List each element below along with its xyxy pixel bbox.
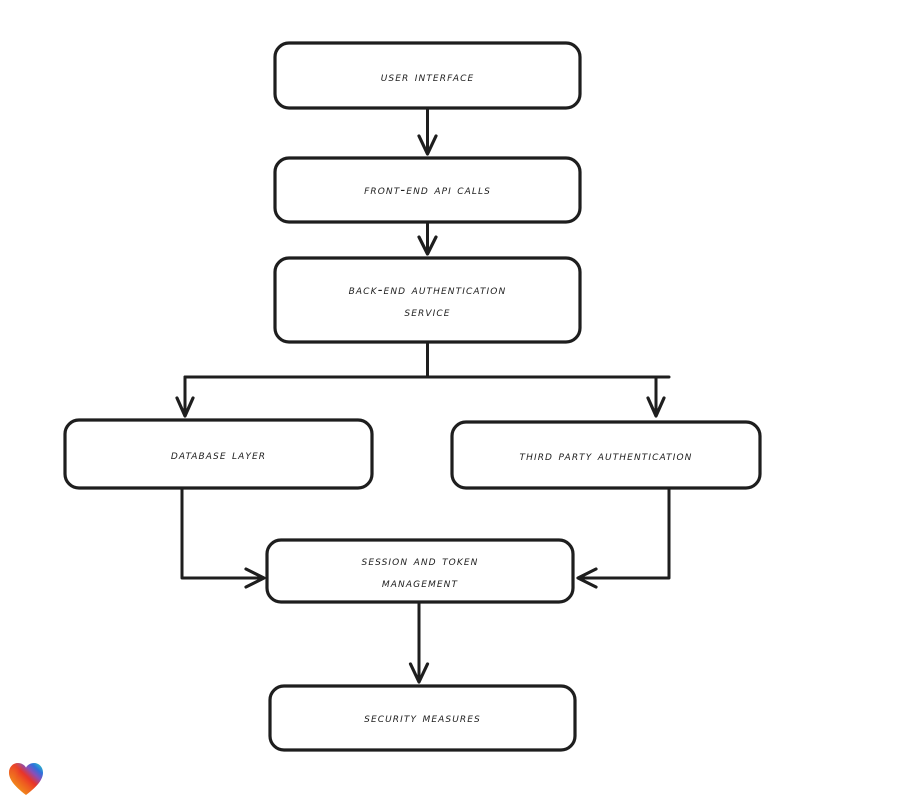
node-label-database-layer: Database Layer bbox=[171, 447, 266, 463]
node-box-database-layer[interactable] bbox=[63, 418, 374, 490]
node-session-and-token-management[interactable]: Session and Token Management bbox=[265, 538, 575, 604]
edge-ui-to-api bbox=[417, 106, 438, 156]
edge-backend-to-thirdparty bbox=[646, 375, 666, 418]
node-label-back-end-authentication-service-line1: Back-End Authentication bbox=[349, 282, 507, 298]
node-database-layer[interactable]: Database Layer bbox=[63, 418, 374, 490]
node-back-end-authentication-service[interactable]: Back-End Authentication Service bbox=[273, 256, 582, 344]
node-label-user-interface: User Interface bbox=[381, 69, 475, 85]
edge-backend-split-bus bbox=[183, 340, 671, 379]
node-box-third-party-authentication[interactable] bbox=[450, 420, 762, 490]
node-user-interface[interactable]: User Interface bbox=[273, 41, 582, 110]
node-label-front-end-api-calls: Front-End API Calls bbox=[364, 182, 491, 198]
edge-backend-to-database bbox=[175, 375, 195, 418]
edge-database-to-session bbox=[180, 486, 266, 589]
node-box-user-interface[interactable] bbox=[273, 41, 582, 110]
edge-session-to-security bbox=[408, 600, 430, 684]
node-box-security-measures[interactable] bbox=[268, 684, 577, 752]
node-label-security-measures: Security Measures bbox=[364, 710, 481, 726]
node-third-party-authentication[interactable]: Third Party Authentication bbox=[450, 420, 762, 490]
node-front-end-api-calls[interactable]: Front-End API Calls bbox=[273, 156, 582, 224]
node-box-back-end-authentication-service[interactable] bbox=[273, 256, 582, 344]
edge-api-to-backend bbox=[417, 220, 438, 256]
node-box-front-end-api-calls[interactable] bbox=[273, 156, 582, 224]
node-security-measures[interactable]: Security Measures bbox=[268, 684, 577, 752]
edge-thirdparty-to-session bbox=[576, 486, 671, 589]
node-label-session-and-token-management-line2: Management bbox=[382, 575, 459, 591]
node-label-back-end-authentication-service-line2: Service bbox=[404, 304, 450, 320]
node-box-session-and-token-management[interactable] bbox=[265, 538, 575, 604]
node-label-third-party-authentication: Third Party Authentication bbox=[519, 448, 692, 464]
node-label-session-and-token-management-line1: Session and Token bbox=[362, 553, 479, 569]
heart-icon bbox=[9, 763, 43, 795]
